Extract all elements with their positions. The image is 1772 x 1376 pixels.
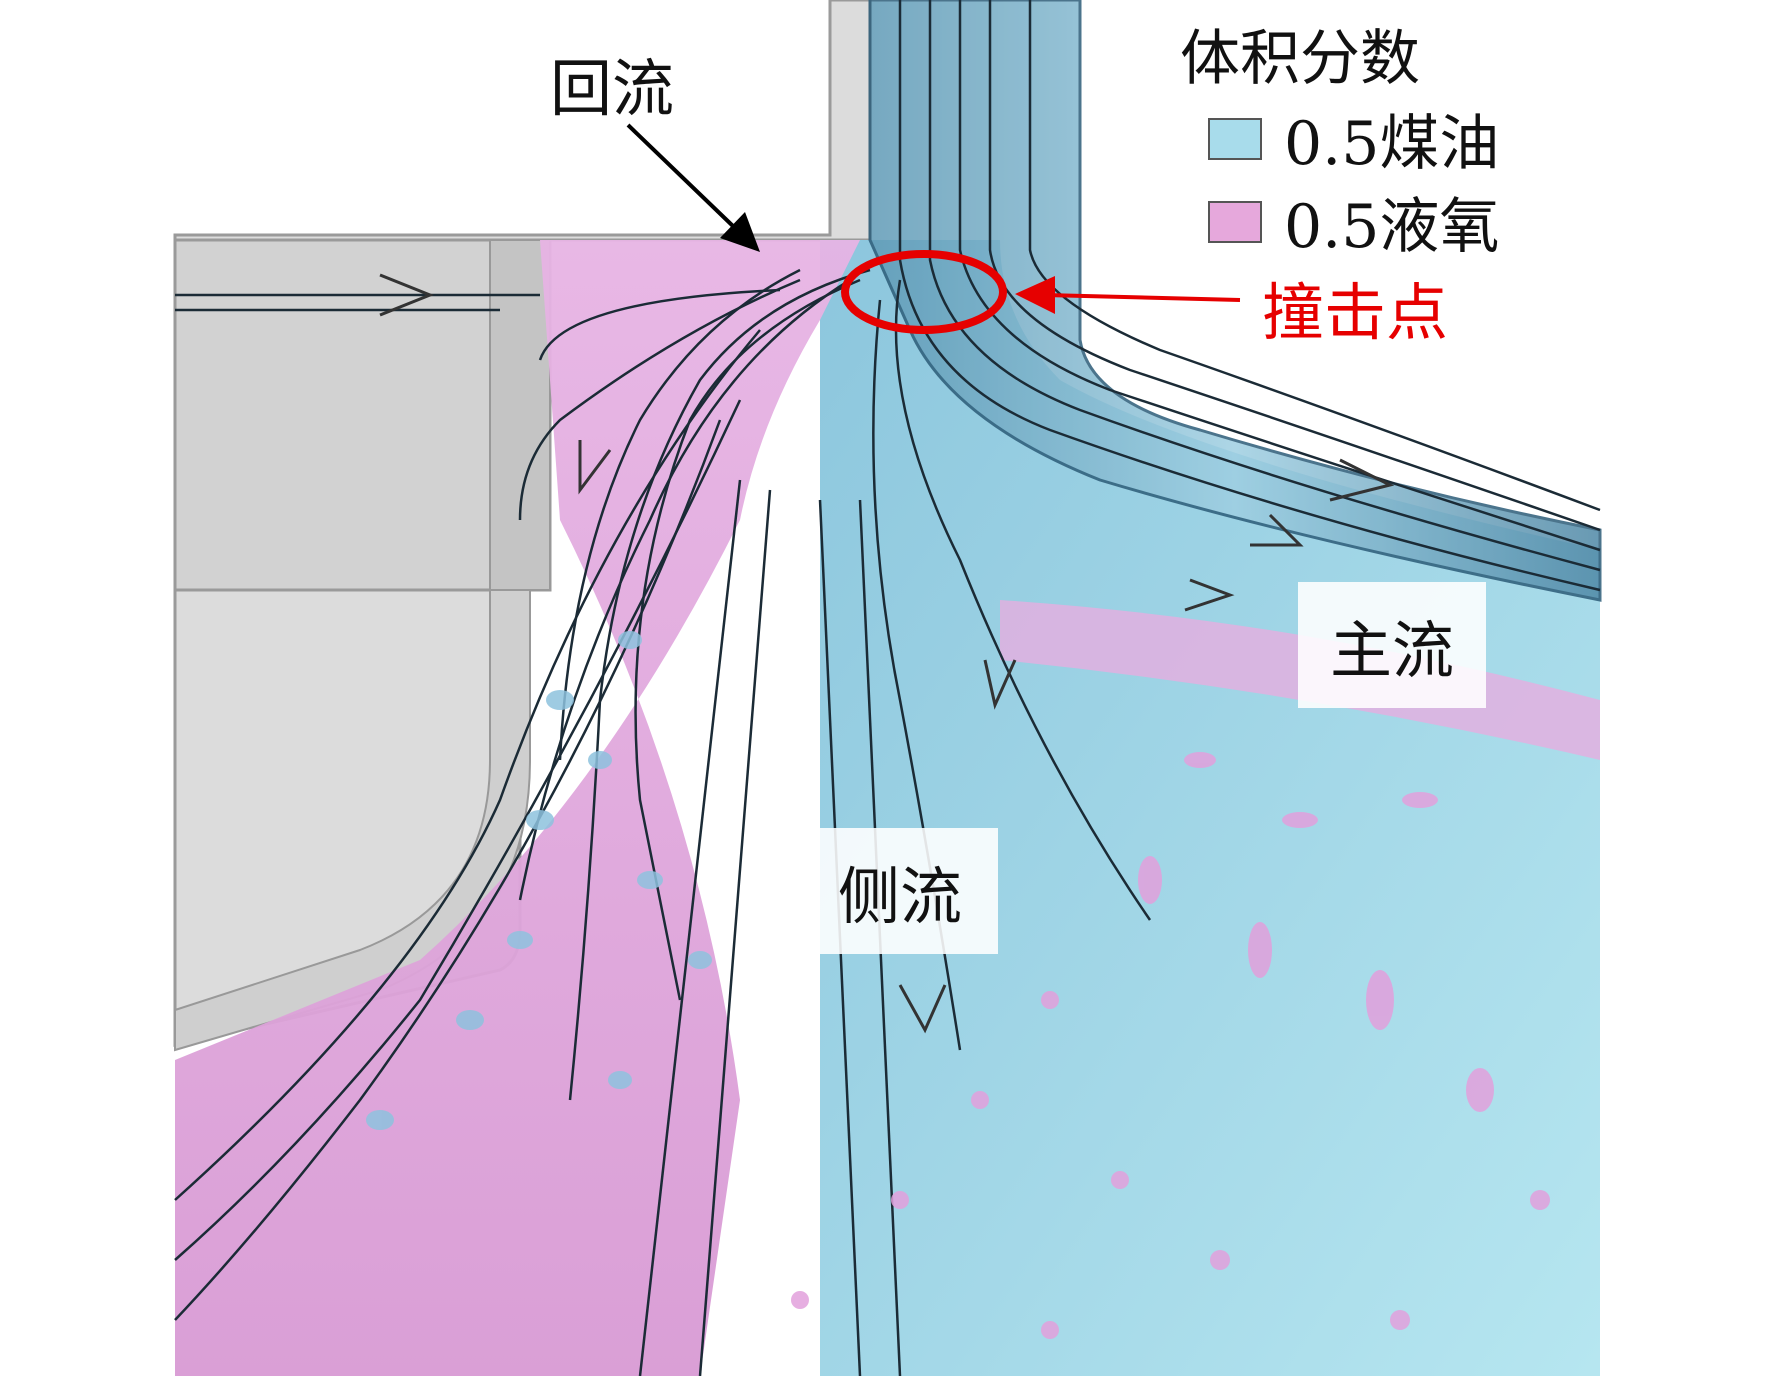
impact-point-label: 撞击点 (1262, 276, 1449, 349)
flow-arrows (379, 273, 1395, 1034)
backflow-label: 回流 (550, 52, 675, 125)
kerosene-region (820, 240, 1600, 1376)
side-flow-label: 侧流 (802, 828, 998, 954)
legend-label-kerosene: 0.5煤油 (1284, 109, 1500, 179)
legend-title: 体积分数 (1180, 24, 1420, 94)
kerosene-inlet-pipe (868, 0, 1602, 602)
impact-point-pointer (1015, 276, 1241, 314)
impact-point-marker (841, 250, 1007, 334)
legend-swatch-lox (1208, 200, 1262, 243)
legend-item-kerosene: 0.5煤油 (1208, 95, 1499, 182)
backflow-pointer (626, 123, 760, 252)
droplets (366, 631, 1550, 1339)
legend-swatch-kerosene (1208, 117, 1262, 160)
streamlines (174, 0, 1601, 1376)
wall-strip (489, 239, 551, 591)
legend-label-lox: 0.5液氧 (1284, 192, 1500, 262)
main-flow-label: 主流 (1298, 582, 1486, 708)
legend-item-lox: 0.5液氧 (1208, 178, 1499, 265)
lox-region (175, 240, 860, 1376)
